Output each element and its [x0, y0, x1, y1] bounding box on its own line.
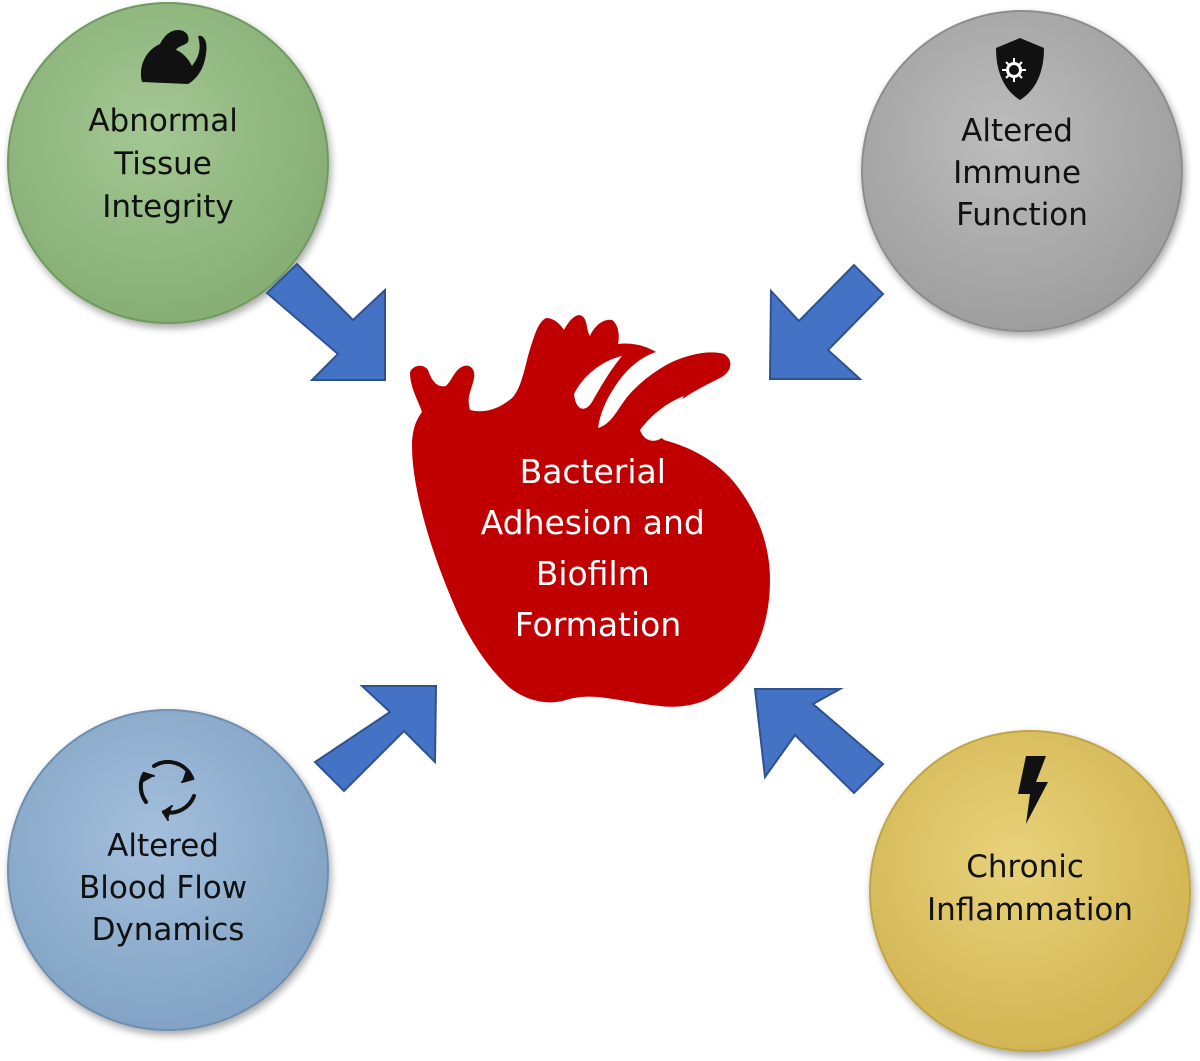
factor-node-blood: Altered Blood Flow Dynamics	[7, 709, 329, 1031]
center-label: Bacterial Adhesion and Biofilm Formation	[481, 452, 716, 644]
factor-label-immune: Altered Immune Function	[953, 113, 1091, 233]
heart-shape: Bacterial Adhesion and Biofilm Formation	[410, 315, 770, 707]
arrow-blood-to-center	[313, 685, 438, 793]
factor-label-tissue: Abnormal Tissue Integrity	[88, 103, 247, 225]
factor-label-line: Immune	[953, 155, 1081, 191]
shield-virus-icon	[996, 38, 1044, 100]
cycle-arrows-icon	[138, 759, 196, 821]
center-label-line: Bacterial	[520, 452, 666, 491]
arrow-inflammation-to-center	[753, 688, 885, 795]
factor-label-line: Abnormal	[88, 103, 238, 139]
arrow-tissue-to-center	[265, 262, 386, 381]
factor-label-line: Altered	[961, 113, 1073, 149]
factor-label-line: Integrity	[102, 189, 234, 225]
factor-circle-immune	[861, 10, 1183, 332]
factor-label-blood: Altered Blood Flow Dynamics	[79, 828, 257, 948]
flexed-arm-icon	[140, 30, 207, 84]
factor-label-line: Altered	[107, 828, 219, 864]
factor-label-line: Blood Flow	[79, 870, 247, 906]
heart-aorta-gap	[574, 356, 622, 409]
arrow-immune-to-center	[768, 263, 885, 380]
factor-circle-tissue	[7, 2, 329, 324]
center-label-line: Adhesion and	[481, 503, 705, 542]
heart-pulmonary-gap	[640, 396, 684, 441]
factor-label-inflammation: Chronic Inflammation	[927, 849, 1133, 928]
factor-label-line: Tissue	[113, 146, 212, 182]
factor-circle-inflammation	[869, 730, 1191, 1052]
factor-node-tissue: Abnormal Tissue Integrity	[7, 2, 329, 324]
factor-circle-blood	[7, 709, 329, 1031]
factor-label-line: Inflammation	[927, 892, 1133, 928]
factor-label-line: Dynamics	[92, 912, 245, 948]
factor-label-line: Chronic	[966, 849, 1084, 885]
center-label-line: Formation	[515, 605, 682, 644]
center-label-line: Biofilm	[536, 554, 650, 593]
factor-node-inflammation: Chronic Inflammation	[869, 730, 1191, 1052]
lightning-bolt-icon	[1018, 756, 1048, 824]
heart-body	[410, 315, 770, 707]
factor-node-immune: Altered Immune Function	[861, 10, 1183, 332]
factor-label-line: Function	[956, 197, 1088, 233]
